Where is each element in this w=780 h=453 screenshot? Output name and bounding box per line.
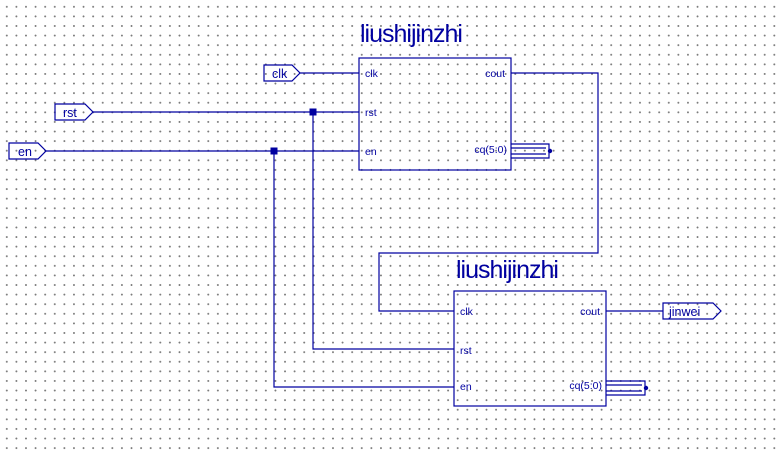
- instance-2-title: liushijinzhi: [456, 256, 558, 284]
- instance-1-port-clk: clk: [365, 68, 379, 80]
- nets: [46, 72, 663, 396]
- instance-2-port-rst: rst: [460, 345, 472, 357]
- junction-rst: [309, 108, 317, 116]
- input-clk-label: clk: [272, 67, 288, 81]
- instance-2-port-cq: cq(5:0): [569, 380, 602, 392]
- junction-en: [270, 147, 278, 155]
- instance-2[interactable]: liushijinzhi clk rst en cout cq(5:0): [453, 256, 607, 407]
- instance-2-port-en: en: [460, 381, 472, 393]
- instance-1-port-rst: rst: [365, 107, 377, 119]
- instance-2-port-clk: clk: [460, 306, 474, 318]
- net-cout-to-clk[interactable]: [378, 72, 599, 312]
- bus-cq-2[interactable]: [606, 380, 646, 396]
- instance-1-port-cout: cout: [485, 68, 505, 80]
- instance-1-port-en: en: [365, 146, 377, 158]
- bus-cq-1[interactable]: [511, 143, 550, 159]
- instance-1-box[interactable]: [358, 57, 512, 171]
- instance-2-port-cout: cout: [580, 306, 600, 318]
- bus-cq-1-terminal: [547, 148, 553, 154]
- input-rst[interactable]: rst: [54, 103, 94, 121]
- instance-1-title: liushijinzhi: [360, 20, 462, 48]
- input-clk[interactable]: clk: [263, 64, 301, 82]
- instance-1[interactable]: liushijinzhi clk rst en cout cq(5:0): [358, 20, 512, 171]
- net-rst-branch[interactable]: [312, 112, 454, 350]
- output-jinwei[interactable]: jinwei: [662, 302, 722, 320]
- bus-cq-2-terminal: [643, 385, 649, 391]
- input-rst-label: rst: [63, 106, 77, 120]
- input-en-label: en: [18, 145, 32, 159]
- net-en-branch[interactable]: [273, 151, 454, 388]
- output-jinwei-label: jinwei: [668, 305, 700, 319]
- input-en[interactable]: en: [8, 142, 47, 160]
- instance-1-port-cq: cq(5:0): [474, 144, 507, 156]
